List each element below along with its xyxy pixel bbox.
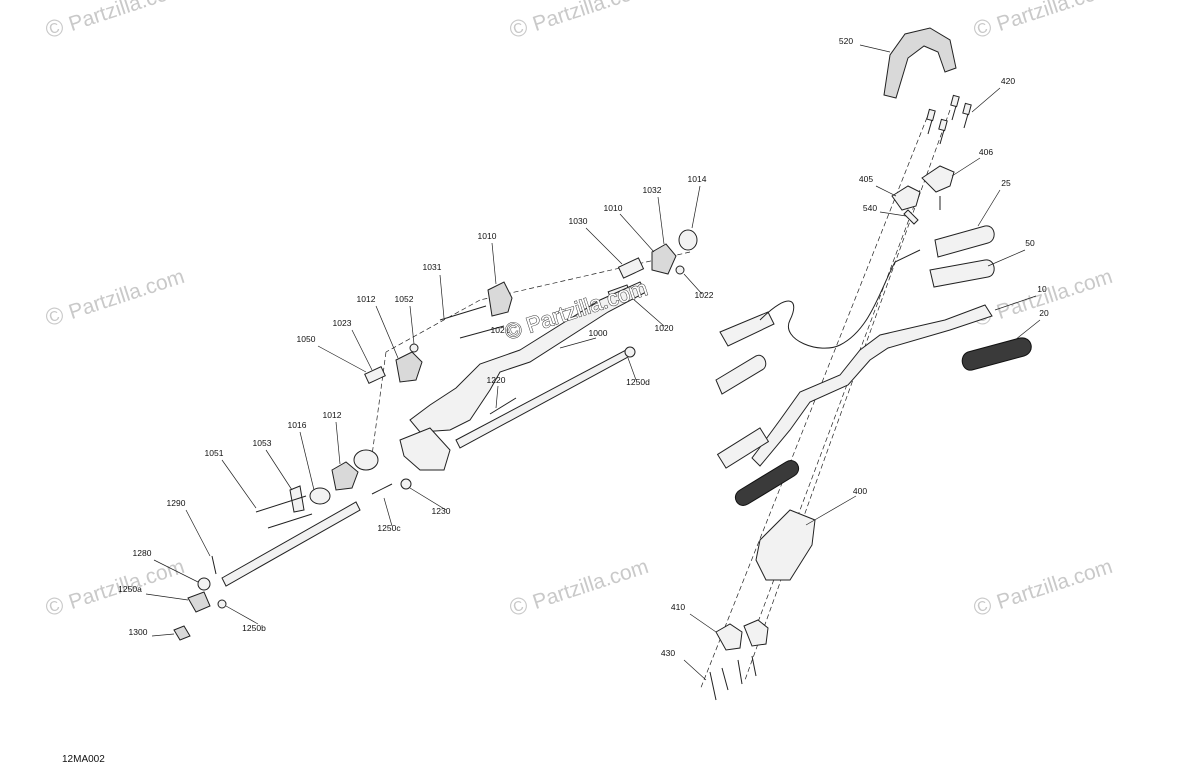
lower-clamp-410	[715, 623, 743, 651]
callout-label-50: 50	[1025, 238, 1035, 248]
ball-joint-1250a	[187, 591, 211, 613]
callout-label-430: 430	[661, 648, 675, 658]
heated-grip-left	[735, 460, 799, 506]
steering-linkage-assembly	[145, 185, 703, 641]
callout-label-1021: 1021	[491, 325, 510, 335]
watermark-symbol: ©	[42, 301, 67, 332]
callout-label-1051: 1051	[205, 448, 224, 458]
watermark-text: Partzilla.com	[66, 0, 187, 36]
callout-label-1053: 1053	[253, 438, 272, 448]
watermark-text: Partzilla.com	[994, 265, 1115, 324]
nut-1052	[409, 343, 419, 353]
bolts-420	[926, 94, 972, 145]
clamp-1010	[487, 281, 513, 317]
callout-label-540: 540	[863, 203, 877, 213]
callout-label-1012: 1012	[323, 410, 342, 420]
bracket-1010-upper	[651, 243, 677, 275]
clamp-405	[891, 185, 921, 211]
callout-label-1032: 1032	[643, 185, 662, 195]
callout-label-1250d: 1250d	[626, 377, 650, 387]
bearing-lower	[353, 449, 379, 471]
pivot-block	[399, 427, 451, 471]
callout-label-1022: 1022	[695, 290, 714, 300]
handlebar-end	[716, 427, 770, 469]
grip-50	[929, 259, 995, 288]
watermark-symbol: ©	[42, 591, 67, 622]
callout-label-1012: 1012	[357, 294, 376, 304]
callout-label-1023: 1023	[333, 318, 352, 328]
clamp-1012-upper	[395, 351, 423, 383]
grip-left-upper	[715, 354, 767, 395]
callout-label-20: 20	[1039, 308, 1049, 318]
callout-label-1250a: 1250a	[118, 584, 142, 594]
watermark-text: Partzilla.com	[530, 555, 651, 614]
callout-label-1010: 1010	[478, 231, 497, 241]
watermark-text: Partzilla.com	[994, 555, 1115, 614]
nut-1300	[173, 625, 191, 641]
steering-arm-1000	[409, 281, 647, 433]
callout-label-1290: 1290	[167, 498, 186, 508]
callout-label-1250c: 1250c	[377, 523, 401, 533]
watermark-symbol: ©	[506, 591, 531, 622]
callout-label-1030: 1030	[569, 216, 588, 226]
watermark-text: Partzilla.com	[530, 0, 651, 36]
watermark-symbol: ©	[970, 591, 995, 622]
callout-label-410: 410	[671, 602, 685, 612]
callout-label-1010: 1010	[604, 203, 623, 213]
column-support-400	[755, 509, 816, 581]
washer-1230	[400, 478, 412, 490]
callout-label-1052: 1052	[395, 294, 414, 304]
callout-label-25: 25	[1001, 178, 1011, 188]
heated-grip-20	[961, 337, 1032, 371]
nut-1022	[675, 265, 685, 275]
handlebar-assembly	[683, 27, 1041, 701]
callout-label-10: 10	[1037, 284, 1047, 294]
callout-label-406: 406	[979, 147, 993, 157]
tie-rod-lower	[221, 501, 361, 587]
handlebar-10	[751, 304, 993, 467]
lever-housing	[719, 311, 775, 347]
clamp-1012-lower	[331, 461, 359, 491]
callout-label-520: 520	[839, 36, 853, 46]
center-watermark: © Partzilla.com	[502, 275, 651, 345]
callout-label-1280: 1280	[133, 548, 152, 558]
callout-label-400: 400	[853, 486, 867, 496]
lower-clamp-410b	[743, 619, 769, 647]
callout-label-1020: 1020	[655, 323, 674, 333]
watermark-text: Partzilla.com	[994, 0, 1115, 36]
clip-540	[903, 209, 919, 225]
callout-labels: 5204204064055402550102040041043010141032…	[118, 36, 1049, 658]
washer-1280	[197, 577, 211, 591]
watermark-text: Partzilla.com	[66, 265, 187, 324]
callout-label-1014: 1014	[688, 174, 707, 184]
nut-1250b	[217, 599, 227, 609]
callout-label-1031: 1031	[423, 262, 442, 272]
callout-label-1050: 1050	[297, 334, 316, 344]
ring-1014	[678, 229, 698, 251]
seal-1016	[309, 487, 331, 505]
callout-label-420: 420	[1001, 76, 1015, 86]
callout-label-1000: 1000	[589, 328, 608, 338]
diagram-code: 12MA002	[62, 754, 105, 765]
watermark-symbol: ©	[42, 13, 67, 44]
callout-label-1220: 1220	[487, 375, 506, 385]
grip-25	[934, 225, 995, 258]
callout-label-1300: 1300	[129, 627, 148, 637]
callout-label-405: 405	[859, 174, 873, 184]
callout-label-1250b: 1250b	[242, 623, 266, 633]
watermark-symbol: ©	[970, 13, 995, 44]
callout-label-1016: 1016	[288, 420, 307, 430]
callout-label-1230: 1230	[432, 506, 451, 516]
clamp-406	[921, 165, 955, 193]
bushing-1030	[617, 257, 645, 279]
watermark-symbol: ©	[506, 13, 531, 44]
bushing-1023	[364, 366, 386, 384]
handlebar-pad-520	[883, 27, 957, 99]
